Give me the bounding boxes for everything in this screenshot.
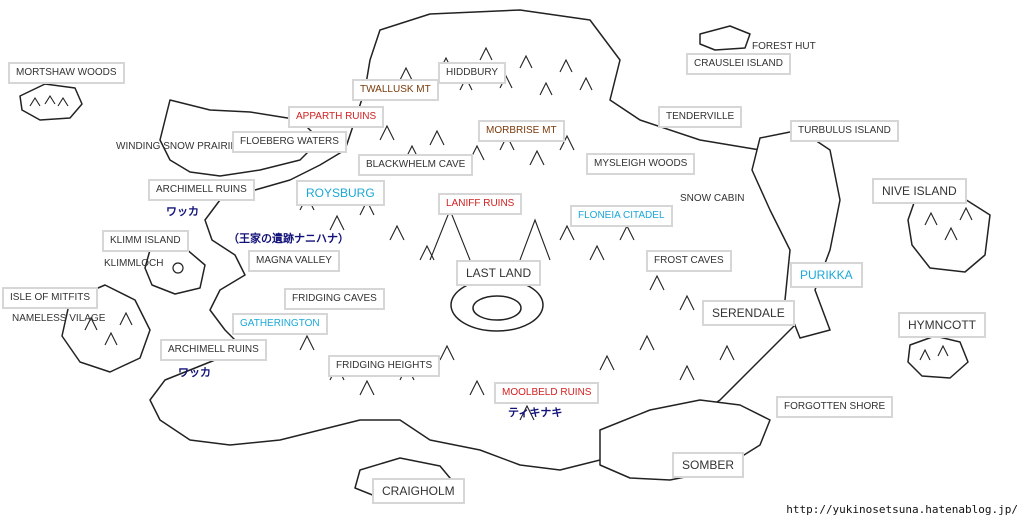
label-tenderville: TENDERVILLE — [658, 106, 743, 128]
label-somber: SOMBER — [672, 452, 745, 478]
note-ruins-of-royal-family: （王家の遺跡ナニハナ） — [228, 232, 349, 245]
label-hymncott: HYMNCOTT — [898, 312, 986, 338]
label-turbulus-island: TURBULUS ISLAND — [790, 120, 899, 142]
label-serendale: SERENDALE — [702, 300, 795, 326]
label-laniff-ruins: LANIFF RUINS — [438, 193, 523, 215]
turbulus-isle — [751, 129, 841, 339]
label-fridging-heights: FRIDGING HEIGHTS — [328, 355, 441, 377]
label-moolbeld-ruins: MOOLBELD RUINS — [494, 382, 600, 404]
label-crauslei-island: CRAUSLEI ISLAND — [686, 53, 791, 75]
label-roysburg: ROYSBURG — [296, 180, 385, 206]
label-mortshaw-woods: MORTSHAW WOODS — [8, 62, 125, 84]
label-forest-hut: FOREST HUT — [752, 41, 816, 52]
label-floneia-citadel: FLONEIA CITADEL — [570, 205, 673, 227]
label-floeberg-waters: FLOEBERG WATERS — [232, 131, 347, 153]
note-wakka-south: ワッカ — [178, 366, 211, 379]
nive-isle — [907, 195, 991, 273]
label-apparth-ruins: APPARTH RUINS — [288, 106, 385, 128]
label-morbrise-mt: MORBRISE MT — [478, 120, 565, 142]
label-magna-valley: MAGNA VALLEY — [248, 250, 340, 272]
label-klimmloch: KLIMMLOCH — [104, 258, 164, 269]
label-snow-cabin: SNOW CABIN — [680, 193, 745, 204]
label-last-land: LAST LAND — [456, 260, 542, 286]
hymncott-isle — [907, 335, 969, 379]
klimmloch-marker — [172, 262, 184, 274]
label-klimm-island: KLIMM ISLAND — [102, 230, 189, 252]
label-forgotten-shore: FORGOTTEN SHORE — [776, 396, 894, 418]
label-gatherington: GATHERINGTON — [232, 313, 328, 335]
crauslei-isle — [699, 25, 751, 51]
label-fridging-caves: FRIDGING CAVES — [284, 288, 385, 310]
label-frost-caves: FROST CAVES — [646, 250, 732, 272]
note-wakka-north: ワッカ — [166, 205, 199, 218]
label-craigholm: CRAIGHOLM — [372, 478, 465, 504]
label-archimell-ruins-south: ARCHIMELL RUINS — [160, 339, 267, 361]
label-nameless-vilage: NAMELESS VILAGE — [12, 313, 106, 324]
label-isle-of-mitfits: ISLE OF MITFITS — [2, 287, 99, 309]
label-winding-snow-prairie: WINDING SNOW PRAIRIE — [116, 141, 238, 152]
label-hiddbury: HIDDBURY — [438, 62, 507, 84]
credit-url: http://yukinosetsuna.hatenablog.jp/ — [786, 503, 1018, 516]
label-twallusk-mt: TWALLUSK MT — [352, 79, 439, 101]
label-blackwhelm-cave: BLACKWHELM CAVE — [358, 154, 474, 176]
mortshaw-isle — [19, 83, 83, 121]
label-purikka: PURIKKA — [790, 262, 863, 288]
label-archimell-ruins-north: ARCHIMELL RUINS — [148, 179, 255, 201]
last-land-inner — [472, 295, 522, 321]
note-tikinaki: ティキナキ — [508, 406, 563, 419]
label-mysleigh-woods: MYSLEIGH WOODS — [586, 153, 696, 175]
label-nive-island: NIVE ISLAND — [872, 178, 967, 204]
